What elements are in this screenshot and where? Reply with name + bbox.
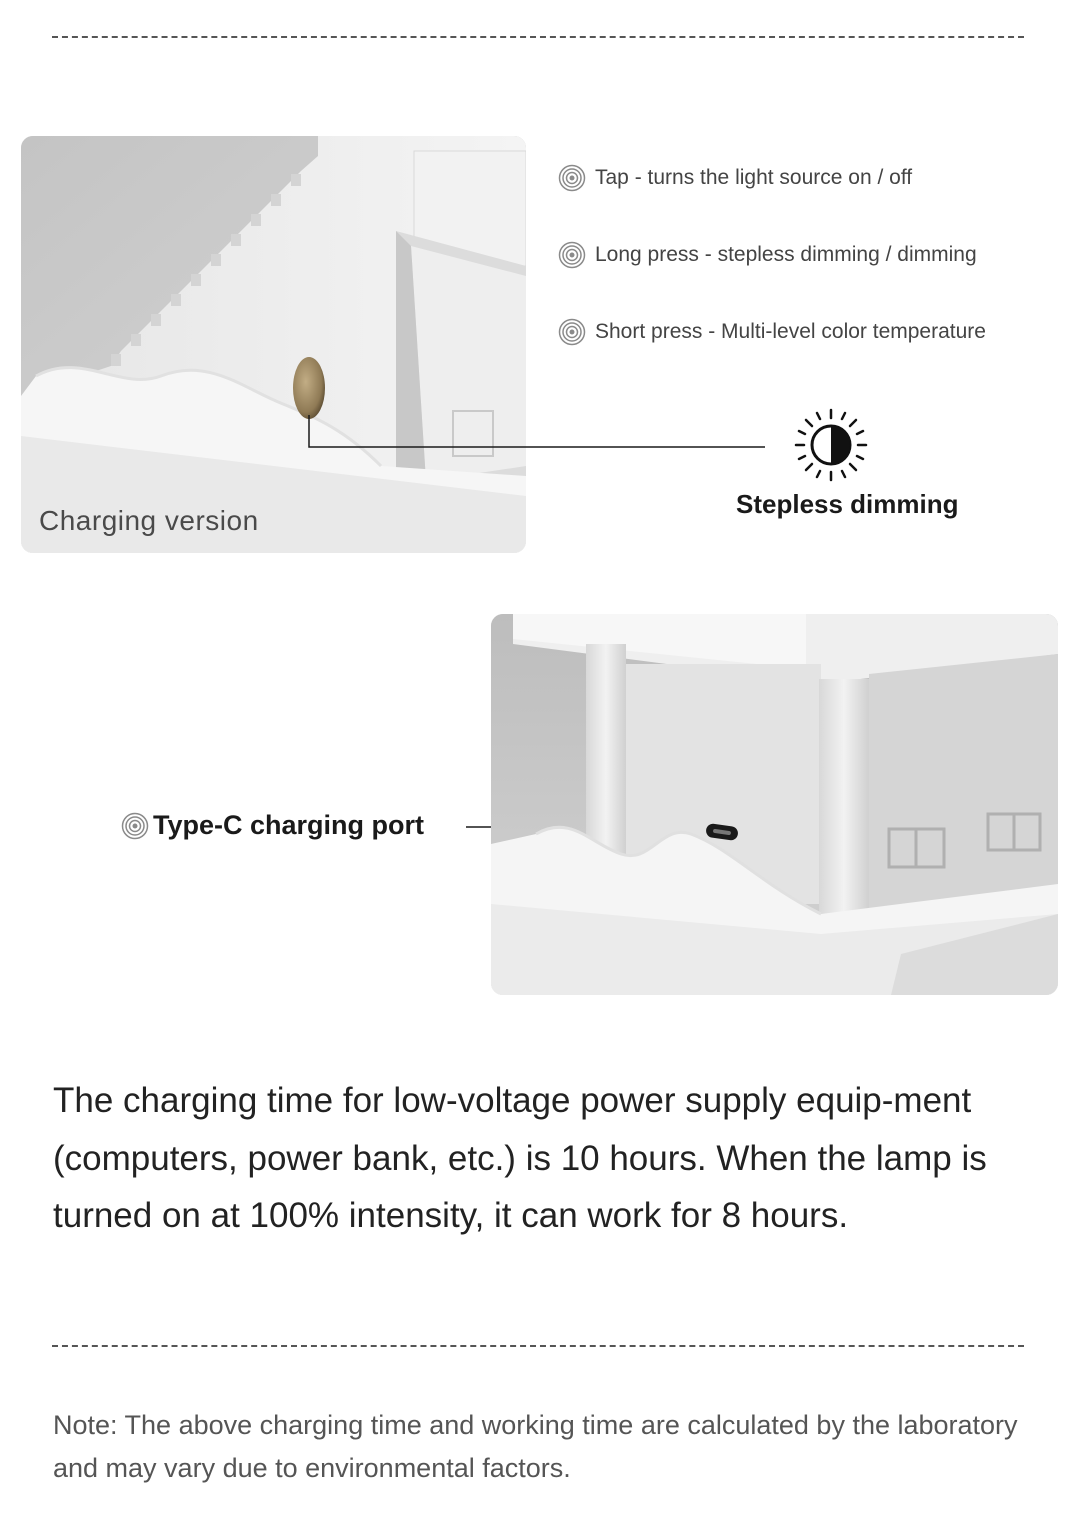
ring-icon [121,812,149,839]
feature-text: Short press - Multi-level color temperat… [595,320,986,343]
list-item: Long press - stepless dimming / dimming [558,237,986,273]
touch-button [293,357,325,419]
lamp-illustration-top [21,136,526,553]
port-label: Type-C charging port [153,810,425,840]
note-text: Note: The above charging time and workin… [53,1410,1018,1483]
half-sun-icon [794,408,868,482]
list-item: Tap - turns the light source on / off [558,160,986,196]
dimming-label: Stepless dimming [736,489,959,519]
lamp-illustration-bottom [491,614,1058,995]
dashed-divider-bottom [52,1345,1024,1347]
product-photo-charging-port [491,614,1058,995]
feature-text: Long press - stepless dimming / dimming [595,243,977,266]
ring-icon [558,318,586,346]
photo-caption: Charging version [39,505,259,536]
ring-icon [558,164,586,192]
description-text: The charging time for low-voltage power … [53,1081,987,1235]
feature-text: Tap - turns the light source on / off [595,166,913,189]
list-item: Short press - Multi-level color temperat… [558,314,986,350]
ring-icon [558,241,586,269]
feature-list: Tap - turns the light source on / off Lo… [558,160,986,391]
port-label-group: Type-C charging port [121,810,424,841]
dashed-divider-top [52,36,1024,38]
product-photo-charging-version: Charging version [21,136,526,553]
